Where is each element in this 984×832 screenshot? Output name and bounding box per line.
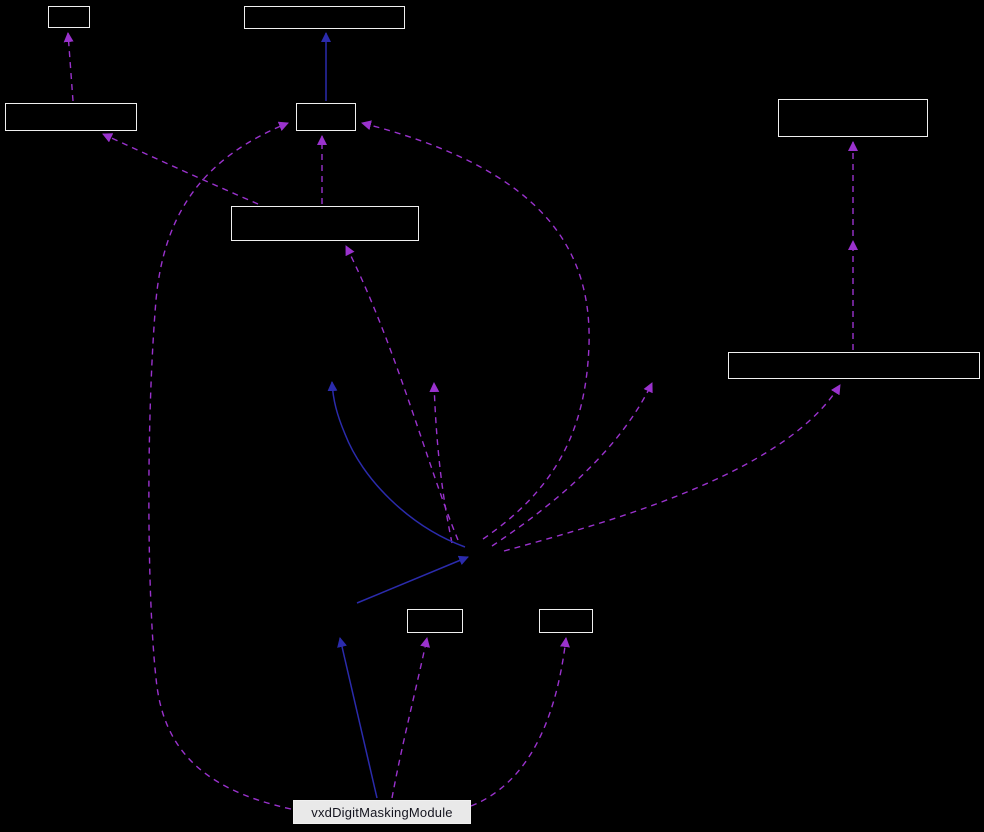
node-vxddigitmaskingmodule: vxdDigitMaskingModule [293, 800, 471, 824]
node-upper-center-small[interactable] [296, 103, 356, 131]
central-node-label: vxdDigitMaskingModule [311, 804, 453, 820]
node-top-left-small[interactable] [48, 6, 90, 28]
node-small-center-left[interactable] [407, 609, 463, 633]
edge-hub-to-uppersmall-arc [361, 120, 590, 540]
node-top-center-wide[interactable] [244, 6, 405, 29]
edge-hub-to-upper-curve [327, 381, 466, 548]
node-center-wide[interactable] [231, 206, 419, 241]
edge-hub-to-rightwide [503, 384, 841, 552]
node-right-top[interactable] [778, 99, 928, 137]
edge-central-up [337, 637, 378, 799]
edge-left-to-topleft [63, 32, 74, 102]
node-small-center-right[interactable] [539, 609, 593, 633]
edge-centerwide-to-left [102, 133, 259, 205]
edge-lower-to-hub [356, 555, 469, 604]
edge-hub-up-mid [429, 382, 453, 544]
edge-central-to-uppersmall-long-left [148, 121, 292, 810]
node-right-wide[interactable] [728, 352, 980, 379]
edge-central-to-smallleft [391, 637, 431, 799]
node-left[interactable] [5, 103, 137, 131]
edge-hub-to-centerwide [345, 245, 459, 541]
edge-hub-up-right [491, 382, 653, 547]
edge-central-to-smallright [470, 637, 570, 807]
